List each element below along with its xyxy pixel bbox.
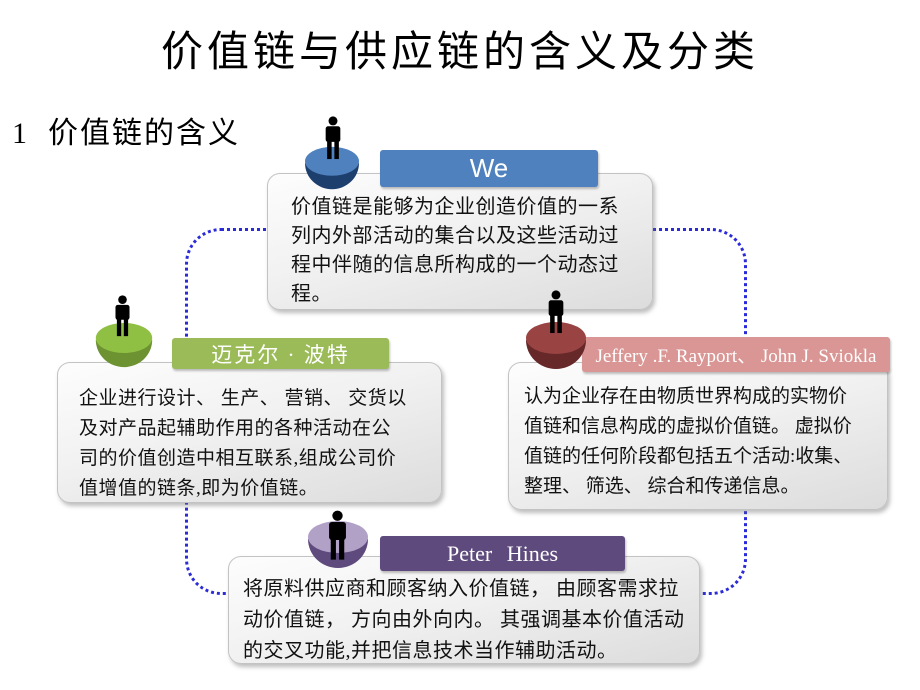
bowl-pedestal-green-icon [95,322,153,368]
card-hines-body [228,556,700,664]
card-we-header: We [380,150,598,187]
card-we-text: 价值链是能够为企业创造价值的一系 列内外部活动的集合以及这些活动过 程中伴随的信… [291,196,619,305]
card-porter-text: 企业进行设计、 生产、 营销、 交货以 及对产品起辅助作用的各种活动在公 司的价… [79,388,407,499]
card-porter-header: 迈克尔 · 波特 [172,338,389,369]
card-rayport-header: Jeffery .F. Rayport、 John J. Sviokla [582,337,890,372]
slide-title: 价值链与供应链的含义及分类 [160,30,759,76]
card-hines-text: 将原料供应商和顾客纳入价值链， 由顾客需求拉 动价值链， 方向由外向内。 其强调… [243,578,685,662]
bowl-pedestal-blue-icon [305,146,359,190]
person-icon [548,290,564,334]
section-heading: 1 价值链的含义 [12,117,240,150]
card-rayport-body [508,362,888,510]
card-hines-header: Peter Hines [380,536,625,571]
card-porter-body [57,362,442,503]
person-icon [329,510,346,560]
person-icon [325,116,341,160]
person-icon [115,295,130,337]
card-rayport-text: 认为企业存在由物质世界构成的实物价 值链和信息构成的虚拟价值链。 虚拟价 值链的… [524,386,853,497]
bowl-pedestal-red-icon [526,322,586,369]
